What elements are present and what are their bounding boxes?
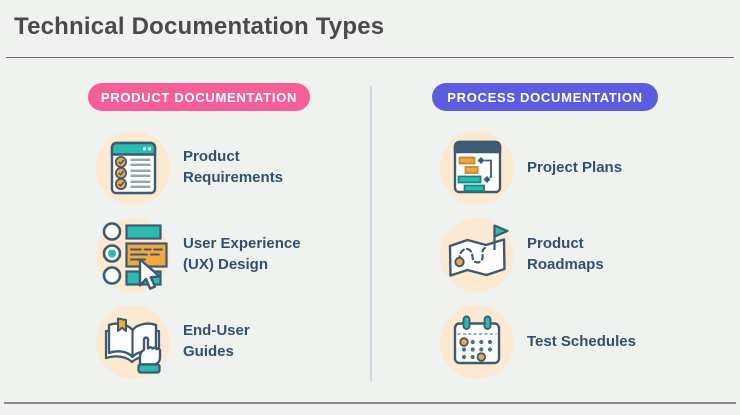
item-label: End-User Guides bbox=[183, 322, 250, 360]
map-route-flag-icon bbox=[437, 214, 517, 294]
item-ux-design: User Experience (UX) Design bbox=[93, 214, 378, 294]
bottom-divider-line bbox=[4, 402, 736, 404]
item-label: User Experience (UX) Design bbox=[183, 235, 301, 273]
item-label: Project Plans bbox=[527, 158, 623, 176]
product-documentation-badge: PRODUCT DOCUMENTATION bbox=[88, 83, 310, 111]
calendar-icon bbox=[437, 301, 517, 381]
gantt-chart-icon bbox=[437, 127, 517, 207]
item-label: Test Schedules bbox=[527, 332, 636, 350]
item-product-requirements: Product Requirements bbox=[93, 127, 378, 207]
product-items: Product Requirements bbox=[93, 127, 378, 381]
page-title: Technical Documentation Types bbox=[14, 13, 385, 40]
product-documentation-column: PRODUCT DOCUMENTATION bbox=[88, 83, 378, 388]
item-product-roadmaps: Product Roadmaps bbox=[437, 214, 722, 294]
process-documentation-column: PROCESS DOCUMENTATION bbox=[432, 83, 722, 388]
process-items: Project Plans Product bbox=[437, 127, 722, 381]
top-divider-line bbox=[6, 57, 734, 58]
process-documentation-badge: PROCESS DOCUMENTATION bbox=[432, 83, 658, 111]
item-label: Product Roadmaps bbox=[527, 235, 604, 273]
item-label: Product Requirements bbox=[183, 148, 284, 186]
ux-wireframe-cursor-icon bbox=[93, 214, 173, 294]
column-divider-line bbox=[370, 86, 372, 381]
item-test-schedules: Test Schedules bbox=[437, 301, 722, 381]
open-book-hand-icon bbox=[93, 301, 173, 381]
item-project-plans: Project Plans bbox=[437, 127, 722, 207]
checklist-browser-icon bbox=[93, 127, 173, 207]
item-end-user-guides: End-User Guides bbox=[93, 301, 378, 381]
